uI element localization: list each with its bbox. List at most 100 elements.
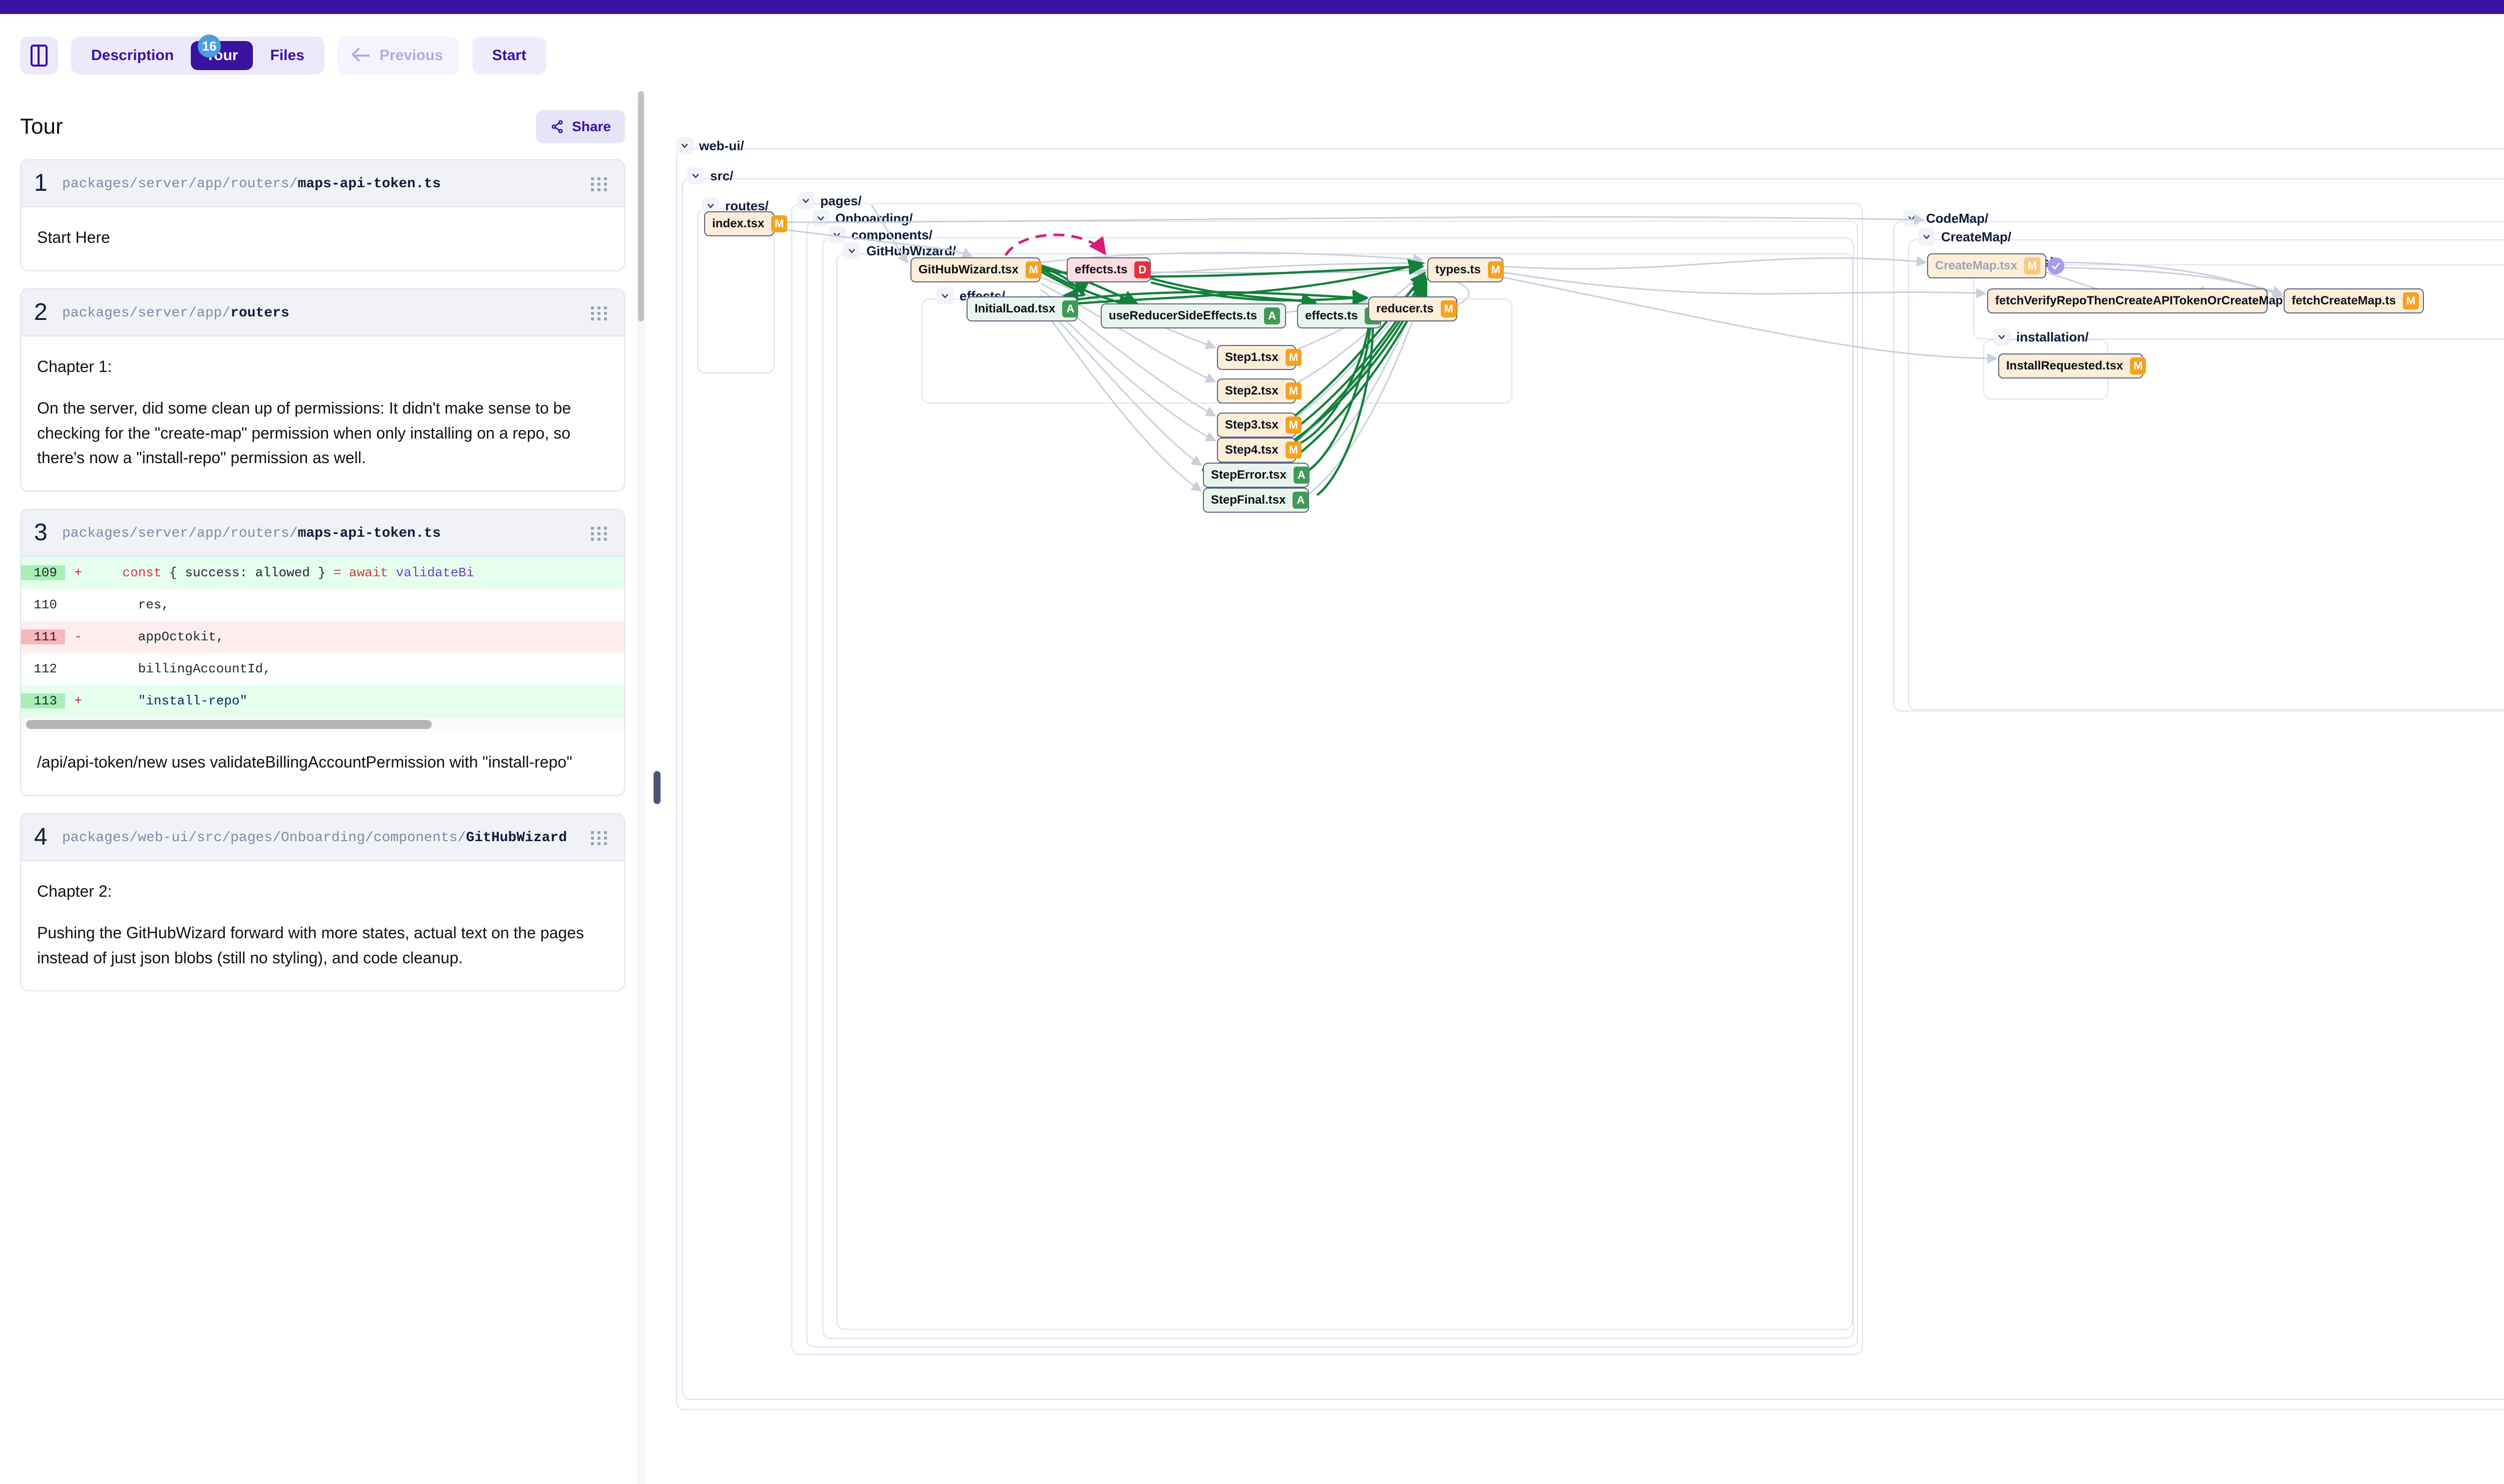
file-node-label: InstallRequested.tsx xyxy=(2006,359,2123,373)
file-node-label: Step4.tsx xyxy=(1225,443,1279,457)
previous-button[interactable]: Previous xyxy=(337,37,459,75)
file-node-label: effects.ts xyxy=(1075,263,1128,276)
drag-handle-icon[interactable] xyxy=(591,825,611,845)
file-node-label: StepFinal.tsx xyxy=(1211,493,1286,507)
file-node-label: useReducerSideEffects.ts xyxy=(1109,309,1258,322)
sidebar-resize-handle[interactable] xyxy=(654,771,661,804)
tour-card-path: packages/server/app/routers/maps-api-tok… xyxy=(62,171,580,195)
status-badge: D xyxy=(1134,261,1151,278)
chevron-down-icon[interactable] xyxy=(936,287,954,304)
folder-label-installation[interactable]: installation/ xyxy=(1993,328,2088,345)
folder-label-src[interactable]: src/ xyxy=(687,167,733,184)
folder-label-pages[interactable]: pages/ xyxy=(797,192,861,209)
path-filename: maps-api-token.ts xyxy=(297,176,441,192)
status-badge: M xyxy=(1487,261,1504,278)
code-diff: 109+ const { success: allowed } = await … xyxy=(21,556,624,732)
chevron-down-icon[interactable] xyxy=(843,242,860,259)
chevron-down-icon[interactable] xyxy=(687,167,704,184)
sidebar-share-button[interactable]: Share xyxy=(536,110,625,143)
folder-label-githubwizard[interactable]: GitHubWizard/ xyxy=(843,242,956,259)
file-node-installreq[interactable]: InstallRequested.tsx M xyxy=(1998,353,2146,379)
file-node-label: index.tsx xyxy=(712,217,765,230)
folder-name: components/ xyxy=(851,227,932,242)
status-badge: M xyxy=(1285,417,1302,434)
chevron-down-icon[interactable] xyxy=(1993,328,2010,345)
tab-files[interactable]: Files xyxy=(270,47,304,64)
diff-sign: + xyxy=(74,693,82,708)
chevron-down-icon[interactable] xyxy=(797,192,814,209)
sidebar-header: Tour Share xyxy=(0,97,645,152)
tour-card-body: /api/api-token/new uses validateBillingA… xyxy=(21,732,624,795)
folder-label-createmap[interactable]: CreateMap/ xyxy=(1918,228,2011,245)
panel-toggle-button[interactable] xyxy=(20,37,58,75)
drag-handle-icon[interactable] xyxy=(591,171,611,191)
tour-card-paragraph: Start Here xyxy=(37,228,110,246)
path-prefix: packages/server/app/routers/ xyxy=(62,176,298,192)
diff-horizontal-scrollbar[interactable] xyxy=(21,716,624,732)
chevron-down-icon[interactable] xyxy=(1903,210,1920,227)
folder-frame-pages xyxy=(791,203,1863,1355)
folder-name: web-ui/ xyxy=(699,138,744,153)
chevron-down-icon[interactable] xyxy=(828,226,845,243)
folder-name: installation/ xyxy=(2016,329,2089,344)
folder-name: GitHubWizard/ xyxy=(866,243,956,258)
file-node-label: Step2.tsx xyxy=(1225,384,1279,398)
file-node-label: StepError.tsx xyxy=(1211,468,1287,482)
folder-label-components[interactable]: components/ xyxy=(828,226,932,243)
folder-label-routes[interactable]: routes/ xyxy=(702,197,769,214)
file-node-label: fetchVerifyRepoThenCreateAPITokenOrCreat… xyxy=(1995,294,2297,307)
check-icon xyxy=(2047,257,2065,274)
view-tabs: Description Tour Files 16 xyxy=(71,35,325,75)
chevron-down-icon[interactable] xyxy=(676,137,693,154)
chevron-down-icon[interactable] xyxy=(812,210,829,227)
file-node-step4[interactable]: Step4.tsx M xyxy=(1217,438,1302,463)
folder-frame-githubwizard xyxy=(836,253,1853,1330)
drag-handle-icon[interactable] xyxy=(591,300,611,320)
file-node-fetchverify[interactable]: fetchVerifyRepoThenCreateAPITokenOrCreat… xyxy=(1987,288,2320,313)
tab-description[interactable]: Description xyxy=(91,47,174,64)
folder-name: pages/ xyxy=(820,193,862,208)
code-map-canvas[interactable]: web-ui/src/routes/pages/Onboarding/compo… xyxy=(671,97,2504,1484)
header-left-group: Description Tour Files 16 Previous Start xyxy=(20,35,546,75)
tab-tour[interactable]: Tour xyxy=(191,41,253,70)
folder-label-web-ui[interactable]: web-ui/ xyxy=(676,137,744,154)
status-badge: M xyxy=(1285,442,1302,459)
status-badge: M xyxy=(2130,357,2146,375)
sidebar-scrollbar-thumb[interactable] xyxy=(638,91,644,321)
tour-count-badge: 16 xyxy=(198,35,221,58)
chevron-down-icon[interactable] xyxy=(1918,228,1935,245)
sidebar-scrollbar-track[interactable] xyxy=(637,97,645,1484)
folder-label-onboarding[interactable]: Onboarding/ xyxy=(812,210,913,227)
page-title: Tour xyxy=(20,114,63,139)
folder-frame-web-ui xyxy=(676,148,2504,1410)
tour-card-path: packages/server/app/routers xyxy=(62,300,580,324)
diff-scrollbar-thumb[interactable] xyxy=(26,719,432,729)
sidebar-panel-icon xyxy=(31,45,48,67)
tour-card-number: 4 xyxy=(34,823,48,850)
tour-card-body: Chapter 2:Pushing the GitHubWizard forwa… xyxy=(21,861,624,991)
file-node-ghw-eff[interactable]: effects.ts D xyxy=(1067,257,1151,282)
drag-handle-icon[interactable] xyxy=(591,521,611,541)
start-button[interactable]: Start xyxy=(472,37,546,75)
folder-label-codemap[interactable]: CodeMap/ xyxy=(1903,210,1988,227)
